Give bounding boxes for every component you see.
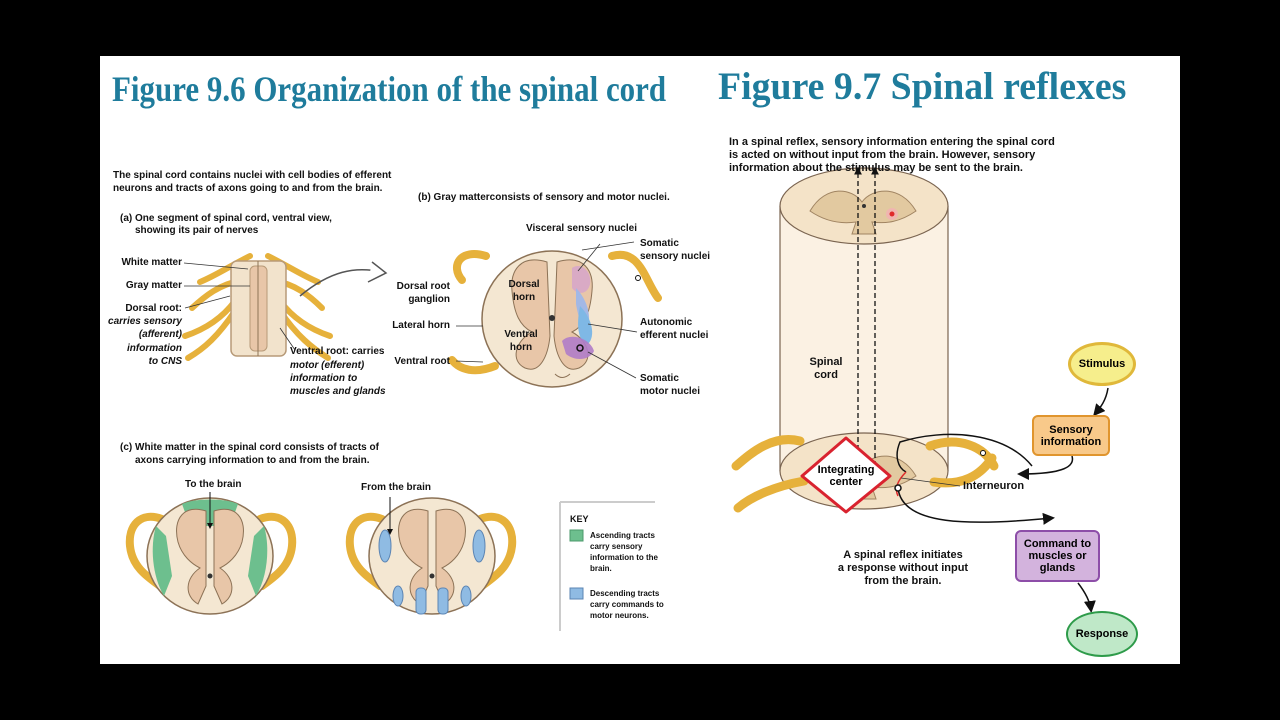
sensory-info-line-1: Sensory — [1049, 423, 1093, 436]
zoom-arrowhead — [367, 261, 388, 283]
response-label: Response — [1075, 628, 1129, 640]
panel-a-caption-1: (a) One segment of spinal cord, ventral … — [120, 213, 332, 224]
key-swatch-ascending — [569, 529, 584, 542]
sensory-info-line-2: information — [1040, 435, 1102, 448]
sensory-neuron-body — [980, 450, 986, 456]
reflex-intro-1: In a spinal reflex, sensory information … — [729, 136, 1055, 148]
command-line-1: Command to — [1023, 538, 1092, 550]
panel-a-leader-lines — [183, 262, 296, 351]
key-ascending-3: information to the — [590, 553, 658, 562]
label-white-matter: White matter — [121, 257, 182, 268]
key-descending-3: motor neurons. — [590, 611, 649, 620]
key-descending-1: Descending tracts — [590, 589, 660, 598]
label-dorsal-root-4: information — [127, 343, 182, 354]
reflex-intro-3: information about the stimulus may be se… — [729, 162, 1023, 174]
label-autonomic-1: Autonomic — [640, 317, 693, 328]
interneuron-path — [895, 471, 907, 497]
command-line-2: muscles or — [1028, 550, 1087, 562]
figure-9-6-title: Figure 9.6 Organization of the spinal co… — [112, 69, 667, 109]
sensory-information-node: Sensory information — [1032, 415, 1110, 456]
key-swatch-descending — [569, 587, 584, 600]
integrating-center-line-1: Integrating — [817, 464, 875, 476]
integrating-center-diamond — [800, 436, 892, 514]
reflex-bottom-3: from the brain. — [864, 575, 942, 587]
panel-c-caption-1: (c) White matter in the spinal cord cons… — [120, 442, 379, 453]
integrating-center-line-2: center — [829, 476, 863, 488]
response-node: Response — [1066, 611, 1138, 657]
label-to-brain: To the brain — [185, 479, 242, 490]
label-spinal-cord-1: Spinal — [809, 356, 843, 368]
label-from-brain: From the brain — [361, 482, 432, 493]
diagram-graphics — [125, 166, 1109, 631]
label-spinal-cord-2: cord — [814, 369, 838, 381]
integrating-center-label: Integrating center — [806, 461, 886, 491]
label-interneuron: Interneuron — [963, 480, 1025, 492]
label-lateral-horn: Lateral horn — [392, 320, 450, 331]
panel-c-descending-section — [345, 497, 517, 615]
motor-neuron-path — [897, 487, 1055, 525]
intro-line-2: neurons and tracts of axons going to and… — [113, 183, 383, 194]
label-visceral-sensory: Visceral sensory nuclei — [526, 223, 637, 234]
key-legend — [559, 501, 655, 631]
label-ventral-horn-2: horn — [509, 342, 533, 353]
label-somatic-motor-1: Somatic — [640, 373, 679, 384]
key-ascending-1: Ascending tracts — [590, 531, 655, 540]
panel-b-cross-section — [448, 250, 662, 388]
spinal-cord-cylinder — [779, 167, 949, 510]
reflex-bottom-2: a response without input — [837, 562, 969, 574]
label-dorsal-root-2: carries sensory — [108, 316, 182, 327]
label-ventral-horn-1: Ventral — [504, 329, 538, 340]
panel-c-caption-2: axons carrying information to and from t… — [135, 455, 370, 466]
label-somatic-sensory-2: sensory nuclei — [640, 251, 711, 262]
key-descending-2: carry commands to — [590, 600, 664, 609]
slide: Figure 9.6 Organization of the spinal co… — [100, 56, 1180, 664]
panel-c-ascending-section — [125, 497, 297, 615]
intro-line-1: The spinal cord contains nuclei with cel… — [113, 170, 392, 181]
label-ventral-root-1: Ventral root: carries — [290, 346, 385, 357]
panel-a-caption-2: showing its pair of nerves — [135, 225, 259, 236]
stimulus-node: Stimulus — [1068, 342, 1136, 386]
ascending-pathway-dashes — [854, 166, 879, 466]
reflex-intro-2: is acted on without input from the brain… — [729, 149, 1036, 161]
label-ventral-root-b: Ventral root — [394, 356, 450, 367]
panel-a-cord-segment — [182, 253, 333, 361]
key-ascending-2: carry sensory — [590, 542, 643, 551]
panel-b-leader-lines — [455, 241, 638, 379]
label-autonomic-2: efferent nuclei — [640, 330, 709, 341]
label-drg-2: ganglion — [408, 294, 450, 305]
sensory-to-cord-arrow — [1017, 455, 1074, 480]
key-ascending-4: brain. — [590, 564, 612, 573]
label-ventral-root-3: information to — [290, 373, 358, 384]
label-dorsal-root-5: to CNS — [148, 356, 182, 367]
label-somatic-motor-2: motor nuclei — [640, 386, 701, 397]
label-somatic-sensory-1: Somatic — [640, 238, 679, 249]
interneuron-leader — [900, 477, 961, 487]
reflex-bottom-1: A spinal reflex initiates — [843, 549, 963, 561]
reflex-nerve-roots — [731, 435, 999, 513]
figure-9-7-title: Figure 9.7 Spinal reflexes — [718, 65, 1127, 108]
panel-b-caption: (b) Gray matterconsists of sensory and m… — [418, 192, 670, 203]
motor-neuron-body — [894, 484, 902, 492]
label-dorsal-root-3: (afferent) — [138, 329, 182, 340]
label-dorsal-root-1: Dorsal root: — [125, 303, 182, 314]
label-dorsal-horn-1: Dorsal — [508, 279, 540, 290]
label-gray-matter: Gray matter — [125, 280, 182, 291]
command-line-3: glands — [1039, 562, 1076, 574]
label-drg-1: Dorsal root — [396, 281, 450, 292]
stimulus-label: Stimulus — [1078, 358, 1126, 370]
label-dorsal-horn-2: horn — [512, 292, 536, 303]
key-title: KEY — [570, 514, 589, 524]
label-ventral-root-4: muscles and glands — [290, 386, 386, 397]
stimulus-to-sensory-arrow — [1093, 387, 1109, 417]
command-node: Command to muscles or glands — [1015, 530, 1100, 582]
label-ventral-root-2: motor (efferent) — [290, 360, 365, 371]
command-to-response-arrow — [1077, 582, 1096, 613]
sensory-neuron-path — [896, 433, 1033, 473]
